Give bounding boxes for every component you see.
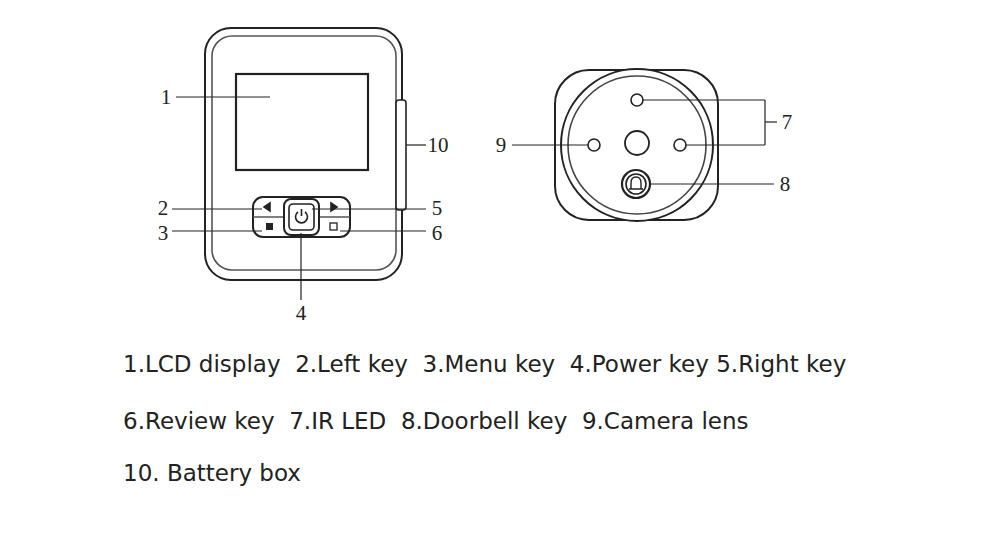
callout-number: 3 <box>158 223 169 244</box>
legend-text: 6.Review key 7.IR LED 8.Doorbell key 9.C… <box>123 410 749 433</box>
callout-number: 6 <box>432 223 443 244</box>
legend-text: 1.LCD display 2.Left key 3.Menu key 4.Po… <box>123 353 846 376</box>
callout-number: 8 <box>780 174 791 195</box>
callout-number: 4 <box>296 303 307 324</box>
legend-text: 10. Battery box <box>123 462 301 485</box>
callout-number: 7 <box>782 112 793 133</box>
callout-number: 2 <box>158 198 169 219</box>
callout-number: 5 <box>432 198 443 219</box>
callout-number: 10 <box>428 135 449 156</box>
callout-number: 1 <box>161 87 172 108</box>
callout-number: 9 <box>496 135 507 156</box>
